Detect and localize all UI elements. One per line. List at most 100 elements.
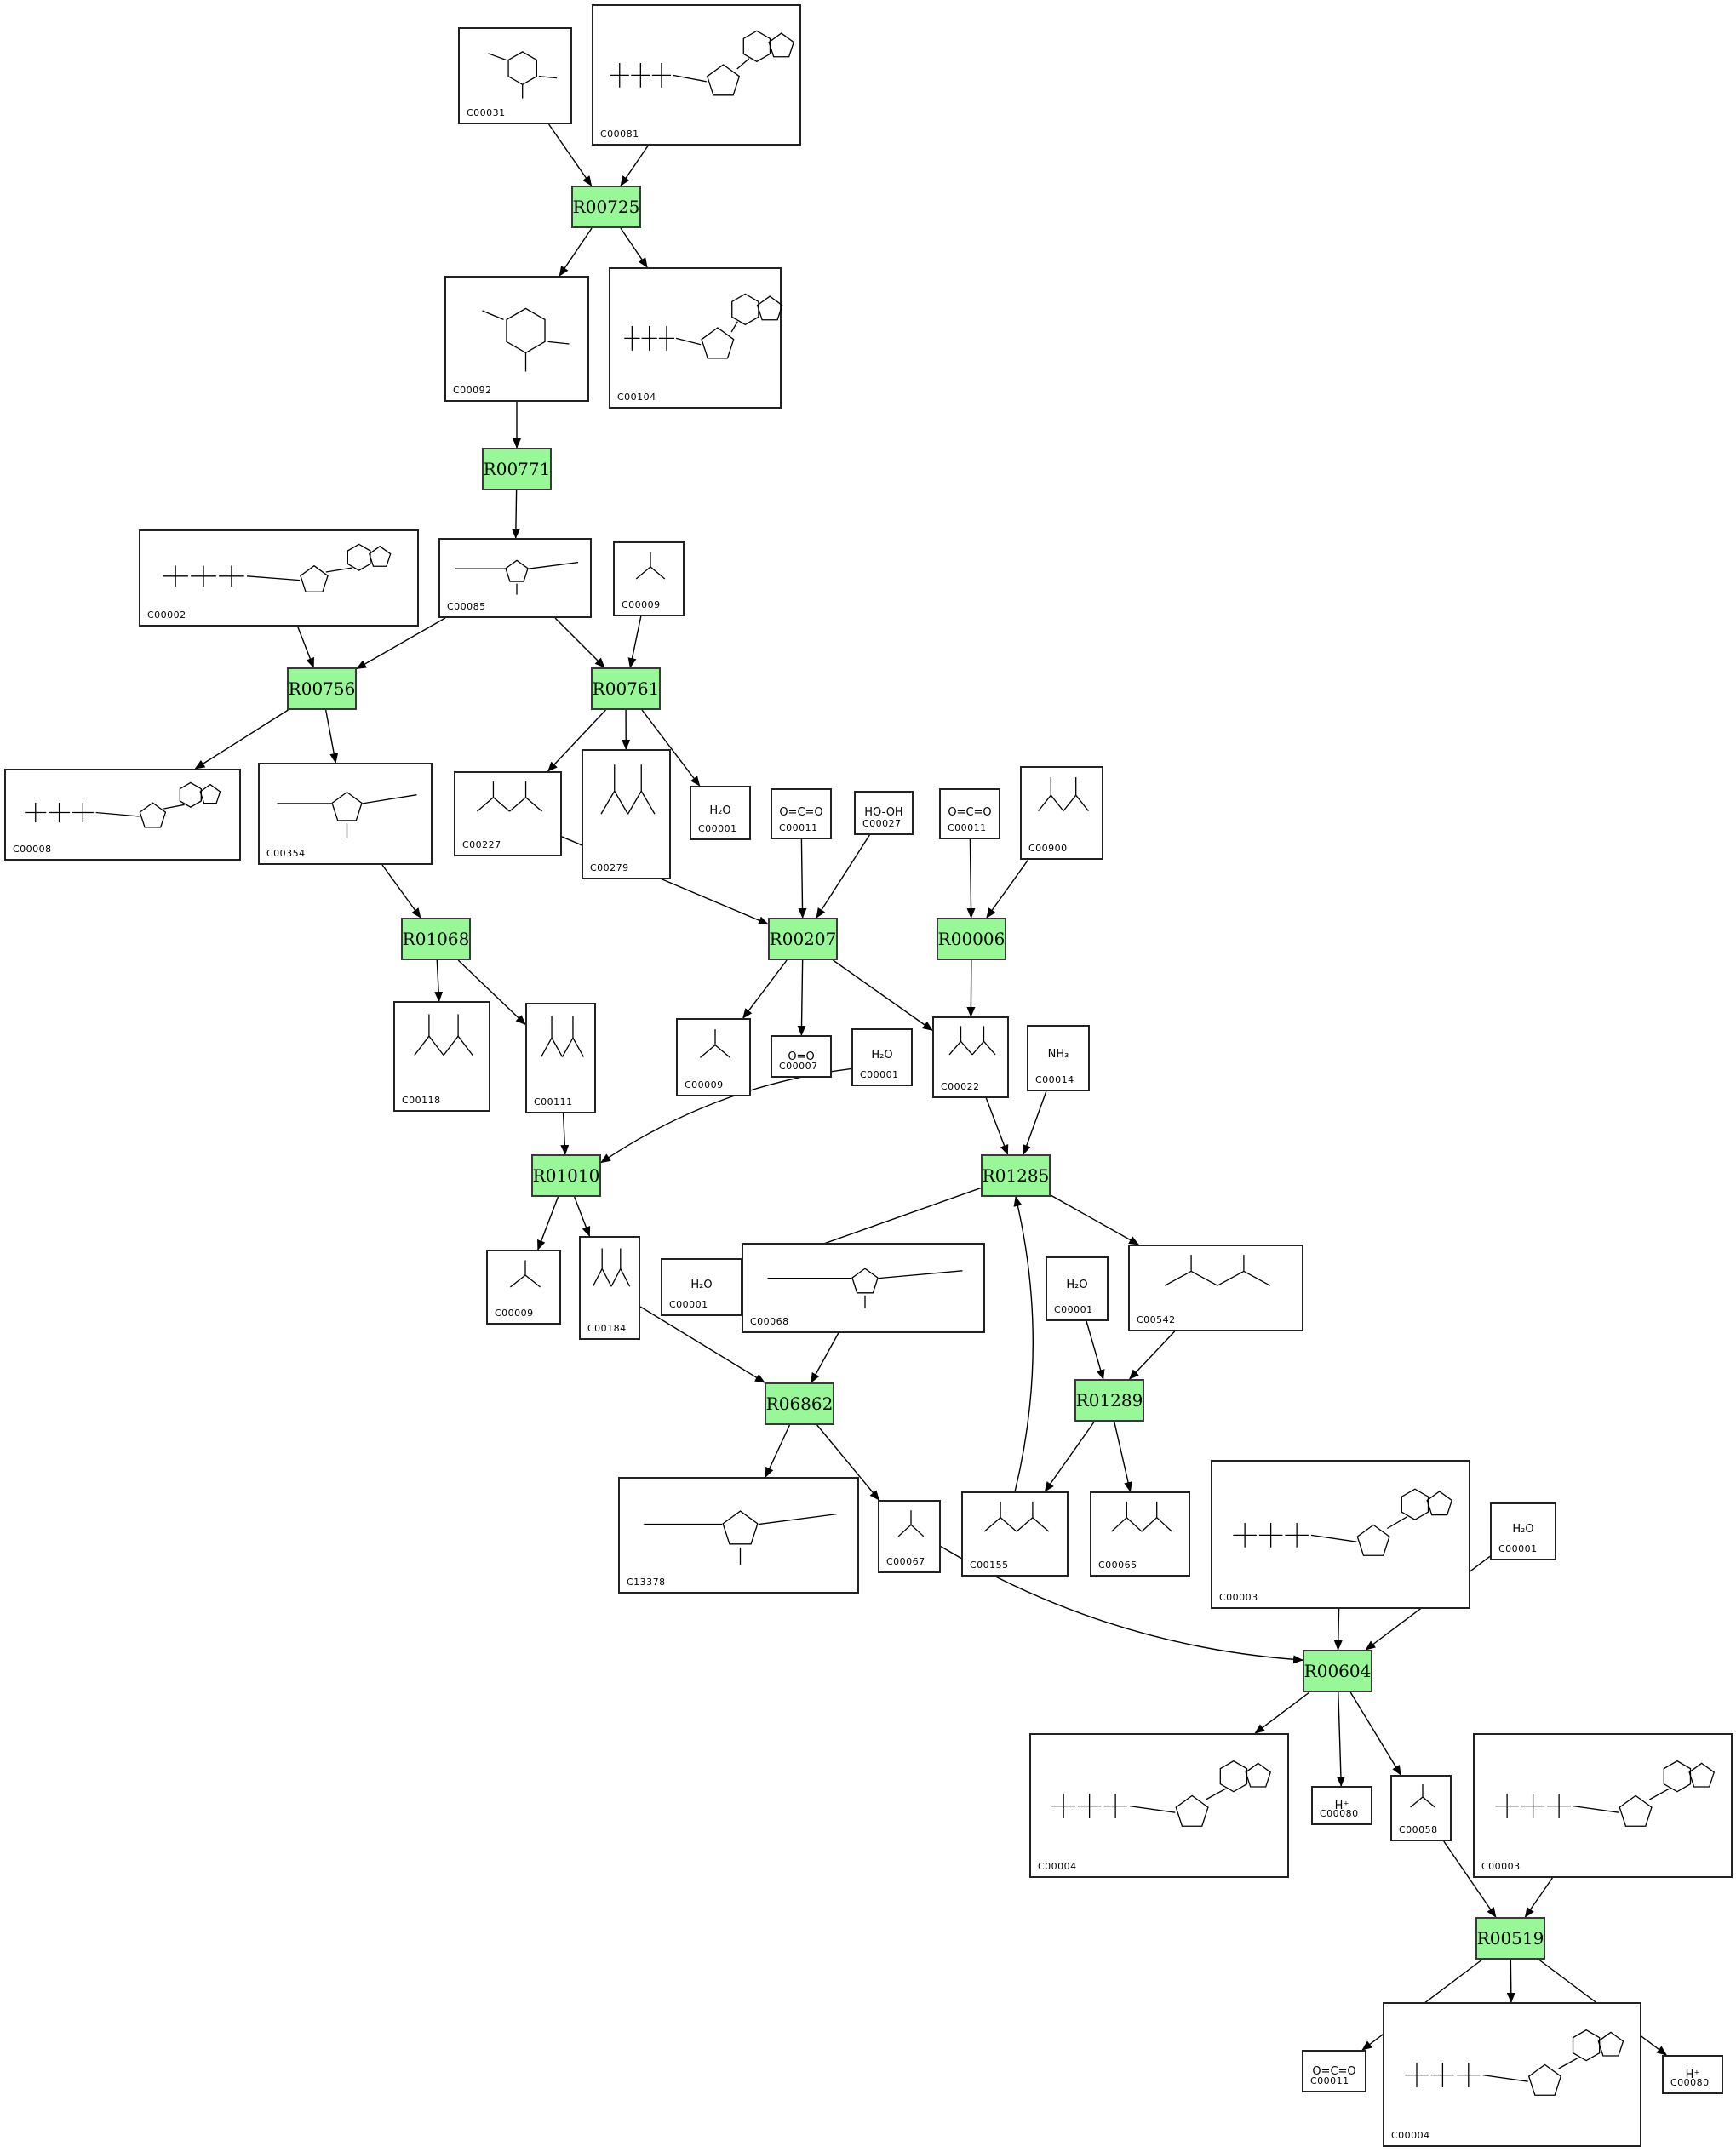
reaction-node-r06862[interactable]: R06862: [765, 1382, 834, 1425]
edge-arrow: [985, 1097, 1009, 1155]
structure-sketch: [541, 1016, 584, 1057]
compound-node-c00003[interactable]: C00003: [1473, 1733, 1733, 1878]
structure-sketch: [699, 1029, 731, 1058]
compound-node-c00080[interactable]: H⁺C00080: [1311, 1786, 1372, 1825]
compound-id-label: C00155: [970, 1560, 1009, 1571]
compound-id-label: C00008: [13, 844, 52, 855]
reaction-node-r00771[interactable]: R00771: [482, 448, 552, 490]
compound-node-c00009[interactable]: C00009: [676, 1018, 751, 1096]
compound-id-label: C00067: [886, 1556, 925, 1567]
compound-node-c00068[interactable]: C00068: [742, 1243, 985, 1333]
reaction-node-r01010[interactable]: R01010: [531, 1154, 601, 1197]
edge-arrow: [1128, 1331, 1176, 1380]
compound-node-c00009[interactable]: C00009: [486, 1250, 561, 1325]
compound-node-c00065[interactable]: C00065: [1090, 1491, 1190, 1577]
compound-node-c00354[interactable]: C00354: [258, 763, 433, 865]
compound-node-c13378[interactable]: C13378: [618, 1477, 859, 1594]
edge-arrow: [966, 838, 976, 919]
compound-id-label: C00001: [1498, 1543, 1538, 1554]
edge-arrow: [797, 959, 806, 1036]
reaction-node-r00756[interactable]: R00756: [287, 667, 357, 710]
compound-id-label: C00004: [1038, 1861, 1077, 1872]
reaction-node-r00207[interactable]: R00207: [768, 918, 838, 960]
edge-arrow: [381, 864, 421, 919]
structure-sketch: [624, 293, 783, 359]
compound-node-c00092[interactable]: C00092: [444, 276, 589, 402]
structure-sketch: [482, 307, 570, 372]
compound-node-c00227[interactable]: C00227: [454, 771, 562, 856]
compound-node-c00081[interactable]: C00081: [592, 4, 801, 146]
compound-id-label: C00111: [534, 1096, 573, 1107]
reaction-node-r00761[interactable]: R00761: [591, 667, 661, 710]
compound-node-c00542[interactable]: C00542: [1128, 1245, 1303, 1331]
edge-arrow: [986, 859, 1029, 919]
compound-node-c00031[interactable]: C00031: [458, 27, 572, 124]
edge-arrow: [1524, 1877, 1553, 1918]
reaction-node-r01285[interactable]: R01285: [981, 1154, 1051, 1197]
compound-node-c00111[interactable]: C00111: [525, 1003, 596, 1113]
compound-formula: O=C=O: [1312, 2064, 1356, 2078]
compound-node-c00184[interactable]: C00184: [579, 1236, 640, 1340]
edge-arrow: [816, 1424, 880, 1501]
compound-node-c00118[interactable]: C00118: [393, 1001, 490, 1112]
edge-arrow: [296, 626, 314, 668]
edge-arrow: [641, 709, 701, 787]
compound-node-c00104[interactable]: C00104: [609, 267, 783, 409]
compound-node-c00004[interactable]: C00004: [1029, 1733, 1289, 1878]
compound-id-label: C00068: [750, 1316, 789, 1327]
compound-node-c00003[interactable]: C00003: [1211, 1460, 1470, 1609]
compound-node-c00085[interactable]: C00085: [438, 538, 592, 618]
compound-node-c00058[interactable]: C00058: [1390, 1775, 1452, 1841]
edge-arrow: [324, 709, 339, 764]
compound-id-label: C00031: [467, 107, 506, 118]
compound-node-c00080[interactable]: H⁺C00080: [1662, 2055, 1723, 2094]
reaction-node-r00519[interactable]: R00519: [1475, 1917, 1545, 1960]
compound-node-c00002[interactable]: C00002: [139, 529, 419, 627]
reaction-node-r00604[interactable]: R00604: [1303, 1650, 1372, 1692]
structure-sketch: [897, 1510, 925, 1537]
compound-node-c00008[interactable]: C00008: [4, 769, 241, 861]
compound-formula: O=C=O: [948, 806, 992, 820]
compound-id-label: C00118: [402, 1095, 441, 1106]
compound-id-label: C00065: [1098, 1560, 1137, 1571]
compound-id-label: C00011: [779, 822, 818, 833]
edge-arrow: [639, 1306, 765, 1383]
compound-node-c00900[interactable]: C00900: [1020, 766, 1103, 860]
compound-id-label: C00014: [1035, 1074, 1074, 1085]
compound-formula: H⁺: [1685, 2069, 1700, 2082]
compound-node-c00067[interactable]: C00067: [878, 1500, 941, 1573]
reaction-node-r01068[interactable]: R01068: [401, 918, 471, 960]
compound-node-c00279[interactable]: C00279: [582, 749, 671, 879]
compound-node-c00022[interactable]: C00022: [932, 1016, 1009, 1098]
compound-id-label: C00009: [495, 1308, 534, 1319]
edge-arrow: [574, 1196, 591, 1237]
edge-arrow: [816, 834, 870, 919]
structure-sketch: [983, 1501, 1050, 1532]
compound-node-c00004[interactable]: C00004: [1383, 2002, 1641, 2147]
compound-node-c00009[interactable]: C00009: [613, 541, 685, 616]
edge-arrow: [627, 615, 642, 668]
compound-id-label: C00001: [669, 1299, 708, 1310]
structure-sketch: [610, 30, 794, 96]
edge-arrow: [620, 145, 649, 186]
edge-arrow: [1506, 1959, 1515, 2003]
compound-id-label: C00001: [698, 823, 737, 834]
reaction-node-r00725[interactable]: R00725: [571, 186, 641, 228]
compound-node-c00155[interactable]: C00155: [961, 1491, 1069, 1577]
edge-arrow: [811, 1332, 839, 1383]
compound-id-label: C00022: [941, 1081, 980, 1092]
reaction-node-r00006[interactable]: R00006: [937, 918, 1006, 960]
reaction-node-r01289[interactable]: R01289: [1074, 1379, 1144, 1422]
structure-sketch: [600, 764, 656, 815]
